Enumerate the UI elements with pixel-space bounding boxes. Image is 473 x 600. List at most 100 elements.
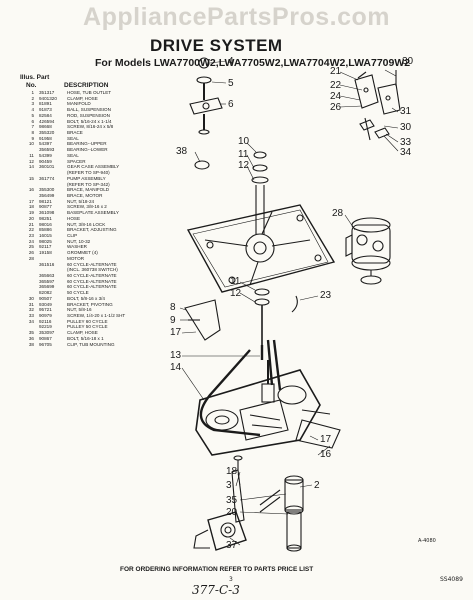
callout-number: 17	[320, 434, 332, 445]
parts-part-no: 93049	[39, 301, 52, 307]
parts-description: SCREW, 3/8-16 x 2	[67, 204, 107, 210]
parts-description: CLIP	[67, 232, 78, 238]
parts-illus-no: 22	[28, 227, 34, 233]
parts-part-no: 16015	[39, 232, 52, 238]
parts-part-no: 351317	[39, 90, 55, 95]
parts-part-no: 365699	[39, 284, 55, 290]
parts-illus-no: 36	[28, 335, 34, 341]
parts-illus-no: 20	[28, 215, 34, 221]
parts-row: 25 92117 WASHER	[20, 244, 175, 250]
callout-number: 12	[238, 160, 250, 171]
parts-illus-no: 6	[31, 118, 34, 124]
parts-illus-no: 30	[28, 295, 34, 301]
parts-illus-no: 24	[28, 238, 34, 244]
callout-number: 30	[402, 56, 414, 67]
parts-part-no: 54399	[39, 152, 52, 158]
parts-description: BRACKET, PIVOTING	[67, 301, 113, 307]
callout-number: 33	[400, 137, 412, 148]
parts-part-no: 98016	[39, 221, 52, 227]
parts-description: CLIP, TUB MOUNTING	[67, 341, 115, 347]
header-illus: Illus. Part	[20, 74, 50, 81]
parts-illus-no: 38	[28, 341, 34, 347]
callout-number: 6	[228, 99, 234, 110]
parts-part-no: 19158	[39, 250, 52, 256]
manifold-brace	[295, 419, 341, 449]
parts-description: BOLT, 5/16-24 x 1-1/4	[67, 118, 112, 124]
callout-number: 11	[230, 276, 241, 287]
parts-illus-no: 1	[31, 90, 34, 95]
callout-number: 23	[320, 290, 332, 301]
callout-number: 35	[226, 495, 238, 506]
manifold-hose	[259, 475, 304, 552]
parts-row: (REFER TO SP-940)	[20, 170, 175, 176]
callout-number: 17	[170, 327, 182, 338]
parts-part-no: 90979	[39, 313, 52, 319]
callout-number: 2	[314, 480, 320, 491]
parts-part-no: 356593	[39, 147, 55, 153]
parts-part-no: 98668	[39, 124, 52, 130]
parts-description: MOTOR	[67, 255, 85, 261]
callout-number: 22	[330, 80, 342, 91]
parts-row: 38 96705 CLIP, TUB MOUNTING	[20, 342, 175, 348]
callout-number: 14	[170, 362, 182, 373]
callout-number: 13	[170, 350, 182, 361]
parts-description: (REFER TO SP-940)	[67, 170, 110, 176]
parts-description: PUMP ASSEMBLY	[67, 175, 106, 181]
parts-description: WASHER	[67, 244, 87, 250]
bearing-stack-lower	[254, 288, 270, 345]
callout-number: 18	[226, 466, 238, 477]
document-code: SS4089	[440, 576, 463, 583]
parts-part-no: 98025	[39, 238, 52, 244]
callout-number: 28	[332, 208, 344, 219]
suspension-rod-group	[189, 57, 223, 135]
callout-number: 3	[226, 480, 232, 491]
parts-illus-no: 12	[28, 158, 34, 164]
parts-illus-no: 3	[31, 101, 34, 107]
parts-part-no: 361516	[39, 261, 55, 267]
callout-number: 30	[400, 122, 412, 133]
parts-illus-no: 19	[28, 210, 34, 216]
motor-brace	[184, 299, 221, 341]
parts-illus-no: 21	[28, 221, 34, 227]
parts-illus-no: 7	[31, 124, 34, 130]
parts-illus-no: 4	[31, 107, 34, 113]
callout-number: 37	[226, 540, 238, 551]
parts-description: 60 CYCLE-ALTERNATE	[67, 278, 117, 284]
parts-illus-no: 8	[31, 130, 34, 136]
callout-number: 16	[320, 449, 332, 460]
parts-description: BASEPLATE ASSEMBLY	[67, 210, 119, 216]
parts-description: BALL, SUSPENSION	[67, 107, 111, 113]
ordering-note: FOR ORDERING INFORMATION REFER TO PARTS …	[120, 566, 314, 573]
parts-description: PULLEY 60 CYCLE	[67, 318, 108, 324]
parts-illus-no: 33	[28, 313, 34, 319]
parts-part-no: 9401320	[39, 95, 57, 101]
parts-illus-no: 25	[28, 244, 34, 250]
parts-description: MANIFOLD	[67, 101, 91, 107]
header-description: DESCRIPTION	[64, 82, 109, 89]
parts-description: SEAL	[67, 152, 79, 158]
gear-case	[195, 360, 321, 456]
model-list: For Models LWA7700W2,LWA7705W2,LWA7704W2…	[95, 57, 411, 69]
parts-part-no: 96705	[39, 341, 52, 347]
parts-part-no: 54397	[39, 141, 52, 147]
parts-part-no: 92117	[39, 244, 52, 250]
parts-description: BRACE, MANIFOLD	[67, 187, 110, 193]
parts-part-no: 85886	[39, 227, 52, 233]
